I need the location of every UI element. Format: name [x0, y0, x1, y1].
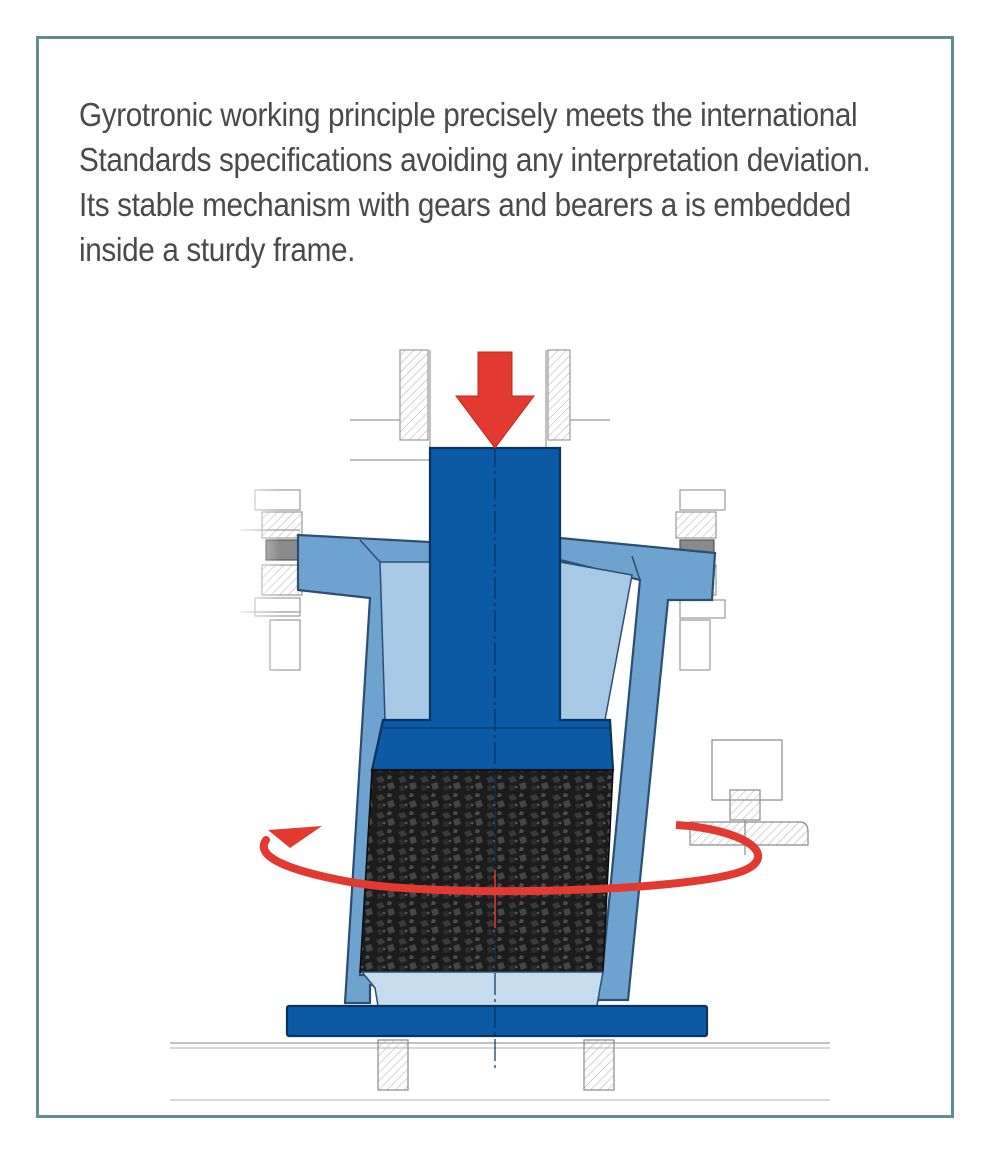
clamp-right [689, 739, 809, 855]
ram-guide [350, 349, 610, 461]
description-line: inside a sturdy frame. [79, 231, 356, 268]
fade-overlay [230, 470, 280, 700]
description-line: Its stable mechanism with gears and bear… [79, 186, 851, 223]
rotation-arrow-icon [260, 821, 763, 896]
description-text: Gyrotronic working principle precisely m… [79, 92, 871, 272]
base-plate [170, 1004, 830, 1101]
sample-specimen [359, 769, 614, 973]
description-line: Standards specifications avoiding any in… [79, 141, 871, 178]
bottom-plate [360, 971, 604, 1007]
down-arrow-icon [455, 351, 535, 449]
description-line: Gyrotronic working principle precisely m… [79, 96, 858, 133]
